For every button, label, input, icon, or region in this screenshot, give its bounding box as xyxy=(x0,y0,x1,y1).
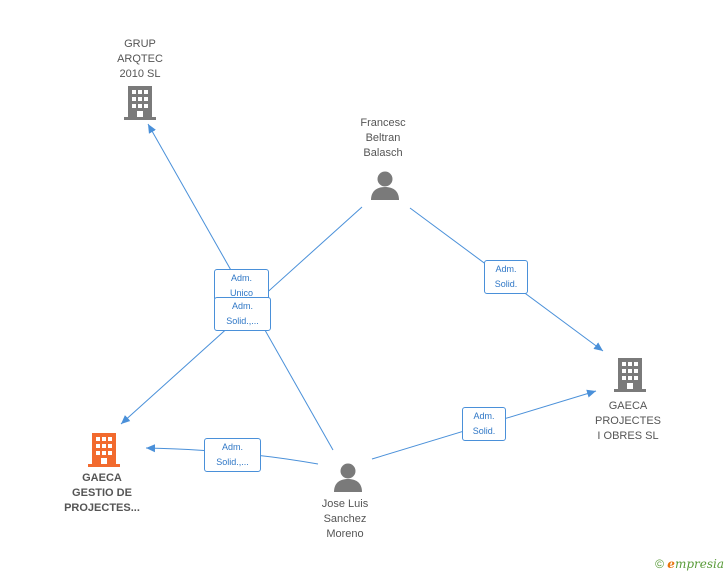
person-label-jose-luis[interactable]: Jose Luis Sanchez Moreno xyxy=(321,498,369,540)
edge-label-adm-solid[interactable]: Adm. Solid. xyxy=(484,260,528,294)
company-label-gaeca-gestio[interactable]: GAECA GESTIO DE PROJECTES... xyxy=(64,472,140,514)
person-label-francesc[interactable]: Francesc Beltran Balasch xyxy=(360,117,406,159)
company-label-grup-arqtec[interactable]: GRUP ARQTEC 2010 SL xyxy=(117,38,163,80)
person-icon[interactable] xyxy=(333,462,363,492)
brand-initial: e xyxy=(667,557,675,571)
company-label-gaeca-projectes-obres[interactable]: GAECA PROJECTES I OBRES SL xyxy=(594,400,661,442)
copyright-symbol: © xyxy=(655,557,664,571)
building-icon[interactable] xyxy=(614,358,646,392)
building-icon-highlighted[interactable] xyxy=(88,433,120,467)
edge-label-adm-solid[interactable]: Adm. Solid.,... xyxy=(204,438,261,472)
empresia-watermark: © empresia xyxy=(655,557,724,571)
brand-name: mpresia xyxy=(674,557,724,571)
edge-label-adm-unico[interactable]: Adm. Unico xyxy=(214,269,269,301)
edge-label-adm-solid[interactable]: Adm. Solid. xyxy=(462,407,506,441)
building-icon[interactable] xyxy=(124,86,156,120)
edge-label-adm-solid[interactable]: Adm. Solid.,... xyxy=(214,297,271,331)
person-icon[interactable] xyxy=(370,170,400,200)
